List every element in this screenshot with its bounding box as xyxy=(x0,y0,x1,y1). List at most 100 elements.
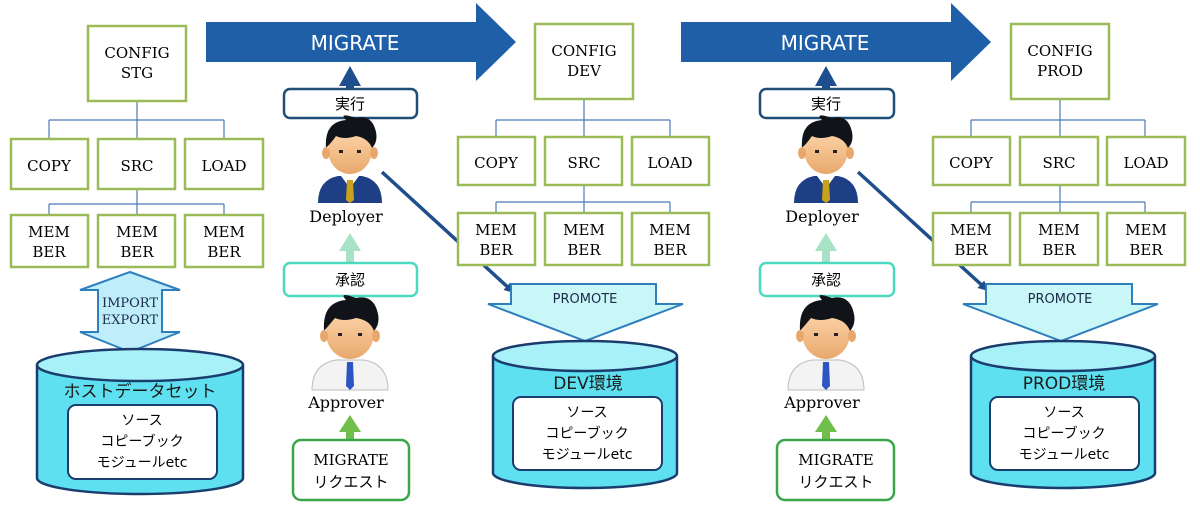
execute-up-arrow-1 xyxy=(339,66,361,90)
stg-src-box: SRC xyxy=(96,137,177,191)
svg-text:MEM: MEM xyxy=(563,221,605,239)
dev-config-box: CONFIG DEV xyxy=(533,22,635,101)
dev-member-box-2: MEM BER xyxy=(543,211,624,267)
prod-member-box-1: MEM BER xyxy=(931,211,1012,267)
request-up-arrow-2 xyxy=(815,415,837,440)
svg-text:MEM: MEM xyxy=(28,223,70,241)
stg-tree-lines xyxy=(48,101,225,215)
svg-text:承認: 承認 xyxy=(335,271,365,289)
svg-text:PROD環境: PROD環境 xyxy=(1023,374,1106,394)
prod-member-box-3: MEM BER xyxy=(1105,211,1187,267)
svg-text:SRC: SRC xyxy=(120,157,153,175)
svg-text:LOAD: LOAD xyxy=(201,157,246,175)
import-label: IMPORT xyxy=(102,296,158,311)
svg-text:ソース: ソース xyxy=(121,413,162,429)
svg-text:コピーブック: コピーブック xyxy=(545,425,628,442)
migrate-request-box-2: MIGRATE リクエスト xyxy=(775,438,896,502)
svg-text:モジュールetc: モジュールetc xyxy=(1019,447,1110,463)
svg-text:BER: BER xyxy=(32,243,66,261)
prod-config-box: CONFIG PROD xyxy=(1009,22,1111,101)
svg-text:実行: 実行 xyxy=(335,95,365,113)
execute-up-arrow-2 xyxy=(815,66,837,90)
approve-up-arrow-1 xyxy=(339,233,361,262)
svg-text:SRC: SRC xyxy=(567,154,600,172)
svg-text:リクエスト: リクエスト xyxy=(798,473,873,491)
approver-label-2: Approver xyxy=(783,393,860,412)
svg-text:LOAD: LOAD xyxy=(1123,154,1168,172)
deploy-to-promote-arrow-2 xyxy=(856,170,989,292)
promote-arrow-prod: PROMOTE xyxy=(962,283,1159,343)
svg-text:モジュールetc: モジュールetc xyxy=(97,455,188,471)
svg-text:MEM: MEM xyxy=(1125,221,1167,239)
svg-text:COPY: COPY xyxy=(949,154,994,172)
svg-text:ソース: ソース xyxy=(566,405,607,421)
prod-copy-box: COPY xyxy=(931,135,1012,187)
migrate-arrow-2: MIGRATE xyxy=(681,3,991,81)
svg-text:MIGRATE: MIGRATE xyxy=(313,451,389,469)
export-label: EXPORT xyxy=(102,313,159,328)
svg-text:PROMOTE: PROMOTE xyxy=(1028,292,1093,307)
svg-text:COPY: COPY xyxy=(474,154,519,172)
stg-copy-box: COPY xyxy=(9,137,90,191)
approve-box-2: 承認 xyxy=(758,261,896,298)
svg-text:ソース: ソース xyxy=(1043,405,1084,421)
dev-tree-lines xyxy=(495,99,671,213)
svg-text:コピーブック: コピーブック xyxy=(1022,425,1105,442)
approve-up-arrow-2 xyxy=(815,233,837,262)
svg-text:MEM: MEM xyxy=(116,223,158,241)
approver-label-1: Approver xyxy=(307,393,384,412)
svg-text:モジュールetc: モジュールetc xyxy=(542,447,633,463)
migrate-arrow-2-label: MIGRATE xyxy=(781,31,870,55)
execute-box-1: 実行 xyxy=(282,87,419,120)
svg-text:LOAD: LOAD xyxy=(647,154,692,172)
svg-text:CONFIG: CONFIG xyxy=(1027,42,1092,60)
prod-load-box: LOAD xyxy=(1105,135,1187,187)
stg-config-line1: CONFIG xyxy=(104,44,169,62)
dev-database: DEV環境 ソース コピーブック モジュールetc xyxy=(491,339,679,490)
svg-text:SRC: SRC xyxy=(1042,154,1075,172)
promote-arrow-dev: PROMOTE xyxy=(487,283,684,343)
stg-load-box: LOAD xyxy=(183,137,265,191)
migrate-request-box-1: MIGRATE リクエスト xyxy=(291,438,411,502)
deployer-icon-2 xyxy=(794,115,858,203)
svg-text:DEV: DEV xyxy=(567,62,602,80)
prod-src-box: SRC xyxy=(1018,135,1100,187)
host-dataset-database: ホストデータセット ソース コピーブック モジュールetc xyxy=(35,347,245,496)
migrate-arrow-1: MIGRATE xyxy=(206,3,516,81)
svg-text:MEM: MEM xyxy=(1038,221,1080,239)
dev-load-box: LOAD xyxy=(630,135,711,187)
svg-text:MEM: MEM xyxy=(475,221,517,239)
migrate-arrow-1-label: MIGRATE xyxy=(311,31,400,55)
dev-member-box-3: MEM BER xyxy=(630,211,711,267)
request-up-arrow-1 xyxy=(339,415,361,440)
deployer-icon-1 xyxy=(318,115,382,203)
svg-text:PROD: PROD xyxy=(1037,62,1083,80)
svg-text:BER: BER xyxy=(1042,241,1076,259)
svg-text:実行: 実行 xyxy=(811,95,841,113)
svg-text:BER: BER xyxy=(207,243,241,261)
host-dataset-title: ホストデータセット xyxy=(64,381,217,402)
svg-text:承認: 承認 xyxy=(811,271,841,289)
dev-member-box-1: MEM BER xyxy=(456,211,537,267)
svg-text:BER: BER xyxy=(1129,241,1163,259)
stg-config-line2: STG xyxy=(121,64,153,82)
svg-text:BER: BER xyxy=(120,243,154,261)
svg-text:MIGRATE: MIGRATE xyxy=(798,451,874,469)
svg-text:BER: BER xyxy=(567,241,601,259)
svg-text:BER: BER xyxy=(653,241,687,259)
svg-text:PROMOTE: PROMOTE xyxy=(553,292,618,307)
svg-text:DEV環境: DEV環境 xyxy=(553,374,622,394)
execute-box-2: 実行 xyxy=(758,87,896,120)
import-export-arrow: IMPORT EXPORT xyxy=(79,270,181,354)
stg-member-box-3: MEM BER xyxy=(183,213,265,269)
stg-member-box-1: MEM BER xyxy=(9,213,90,269)
svg-text:BER: BER xyxy=(479,241,513,259)
svg-text:コピーブック: コピーブック xyxy=(100,433,183,450)
prod-member-box-2: MEM BER xyxy=(1018,211,1100,267)
stg-member-box-2: MEM BER xyxy=(96,213,177,269)
svg-text:COPY: COPY xyxy=(27,157,72,175)
deployer-label-2: Deployer xyxy=(785,207,859,226)
approver-icon-2 xyxy=(787,294,865,391)
dev-src-box: SRC xyxy=(543,135,624,187)
